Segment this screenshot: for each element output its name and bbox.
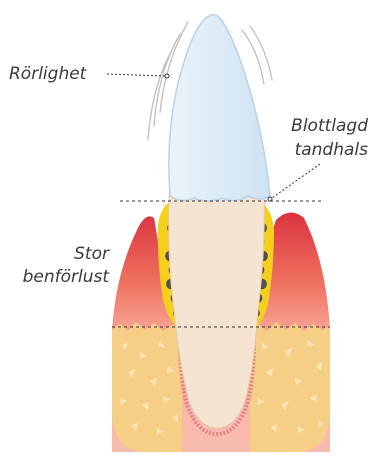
bone-loss-label-line1: Stor: [74, 244, 109, 265]
mobility-leader-dot: [165, 74, 169, 78]
exposed-neck-leader-dot: [268, 197, 272, 201]
mobility-leader-line: [107, 74, 166, 76]
tooth-crown: [169, 15, 270, 201]
mobility-label: Rörlighet: [9, 64, 86, 85]
exposed-neck-leader-line: [272, 164, 320, 198]
exposed-neck-label-line2: tandhals: [295, 140, 368, 161]
exposed-neck-label-line1: Blottlagd: [291, 116, 368, 137]
bone-loss-label-line2: benförlust: [23, 267, 109, 288]
